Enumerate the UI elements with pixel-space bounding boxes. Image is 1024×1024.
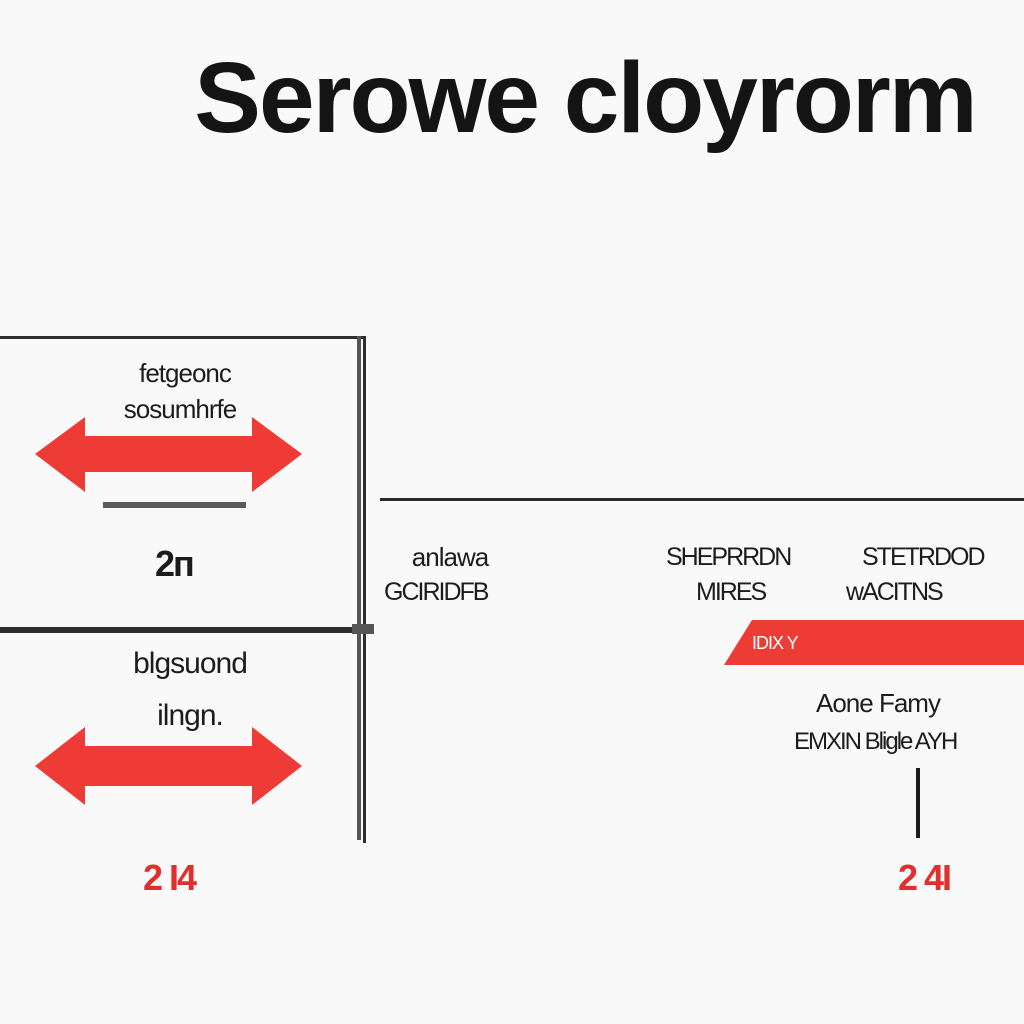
double-arrow-icon — [35, 727, 302, 805]
panel-top-label-2: sosumhrfe — [123, 394, 237, 424]
timeline-footer-value: 2 4I — [898, 857, 952, 898]
panel-separator — [357, 336, 361, 840]
timeline-col1-line1: anlawa — [411, 542, 489, 572]
panel-top-divider — [103, 502, 246, 508]
separator-joint — [352, 624, 374, 634]
timeline-col3-line1: STETRDOD — [862, 543, 985, 571]
timeline-callout-line2: EMXIN Bligle AYH — [794, 728, 958, 755]
timeline-callout-line1: Aone Famy — [816, 688, 941, 718]
timeline-callout-tick — [916, 768, 920, 838]
left-footer-value: 2 I4 — [143, 857, 197, 898]
timeline-col2-line1: SHEPRRDN — [666, 543, 792, 571]
timeline-bar-label: IDIX Y — [752, 633, 799, 653]
timeline-col2-line2: MIRES — [696, 578, 767, 606]
timeline-red-bar: IDIX Y — [724, 620, 1024, 665]
diagram-title: Serowe cloyrorm — [194, 42, 977, 154]
timeline-col3-line2: wACITNS — [846, 578, 944, 606]
panel-bottom-label-1: blgsuond — [133, 647, 248, 680]
left-panel-top — [0, 336, 366, 633]
timeline-col1-line2: GCIRIDFB — [384, 578, 489, 606]
panel-bottom-label-2: ilngn. — [157, 699, 224, 732]
panel-top-value: 2п — [155, 543, 195, 584]
left-panel-bottom — [0, 627, 366, 843]
double-arrow-icon — [35, 417, 302, 492]
panel-top-label-1: fetgeonc — [139, 358, 232, 388]
timeline-line — [380, 498, 1024, 501]
